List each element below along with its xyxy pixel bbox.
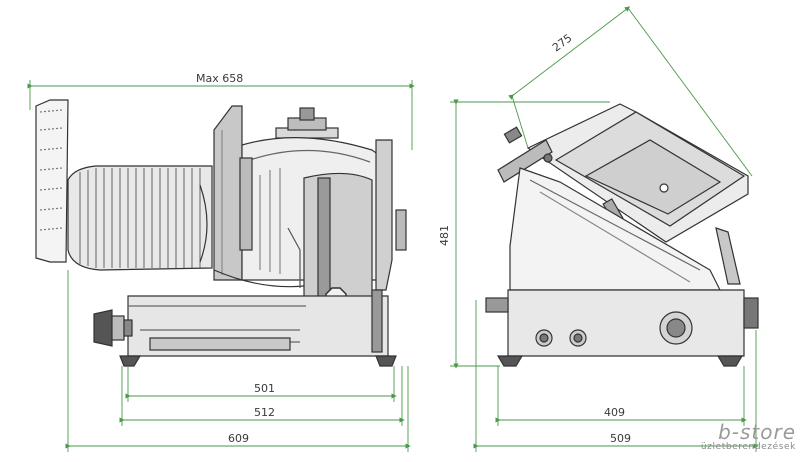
brand-logo: b-store üzletberendezések xyxy=(636,422,796,453)
tilted-carriage xyxy=(526,103,749,243)
dim-409: 409 xyxy=(604,406,625,419)
side-base xyxy=(485,289,759,367)
front-view xyxy=(35,99,407,367)
deflector-curve xyxy=(213,269,305,288)
dim-481: 481 xyxy=(438,225,451,246)
brand-tagline: üzletberendezések xyxy=(700,442,796,452)
dimension-lines xyxy=(27,6,759,452)
side-view xyxy=(485,103,759,367)
brand-name: b-store xyxy=(718,420,796,444)
dim-501: 501 xyxy=(254,382,275,395)
holding-arm xyxy=(497,126,553,183)
carriage-arm xyxy=(375,139,407,291)
dim-max-658: Max 658 xyxy=(196,72,243,85)
front-control-knob xyxy=(93,309,133,347)
dim-512: 512 xyxy=(254,406,275,419)
dim-509: 509 xyxy=(610,432,631,445)
dim-609: 609 xyxy=(228,432,249,445)
motor-housing xyxy=(67,165,213,271)
slicer-inclined-body xyxy=(509,167,741,291)
blade-guard-plate xyxy=(213,105,243,281)
food-pusher xyxy=(35,99,69,263)
machine-base xyxy=(119,289,397,367)
